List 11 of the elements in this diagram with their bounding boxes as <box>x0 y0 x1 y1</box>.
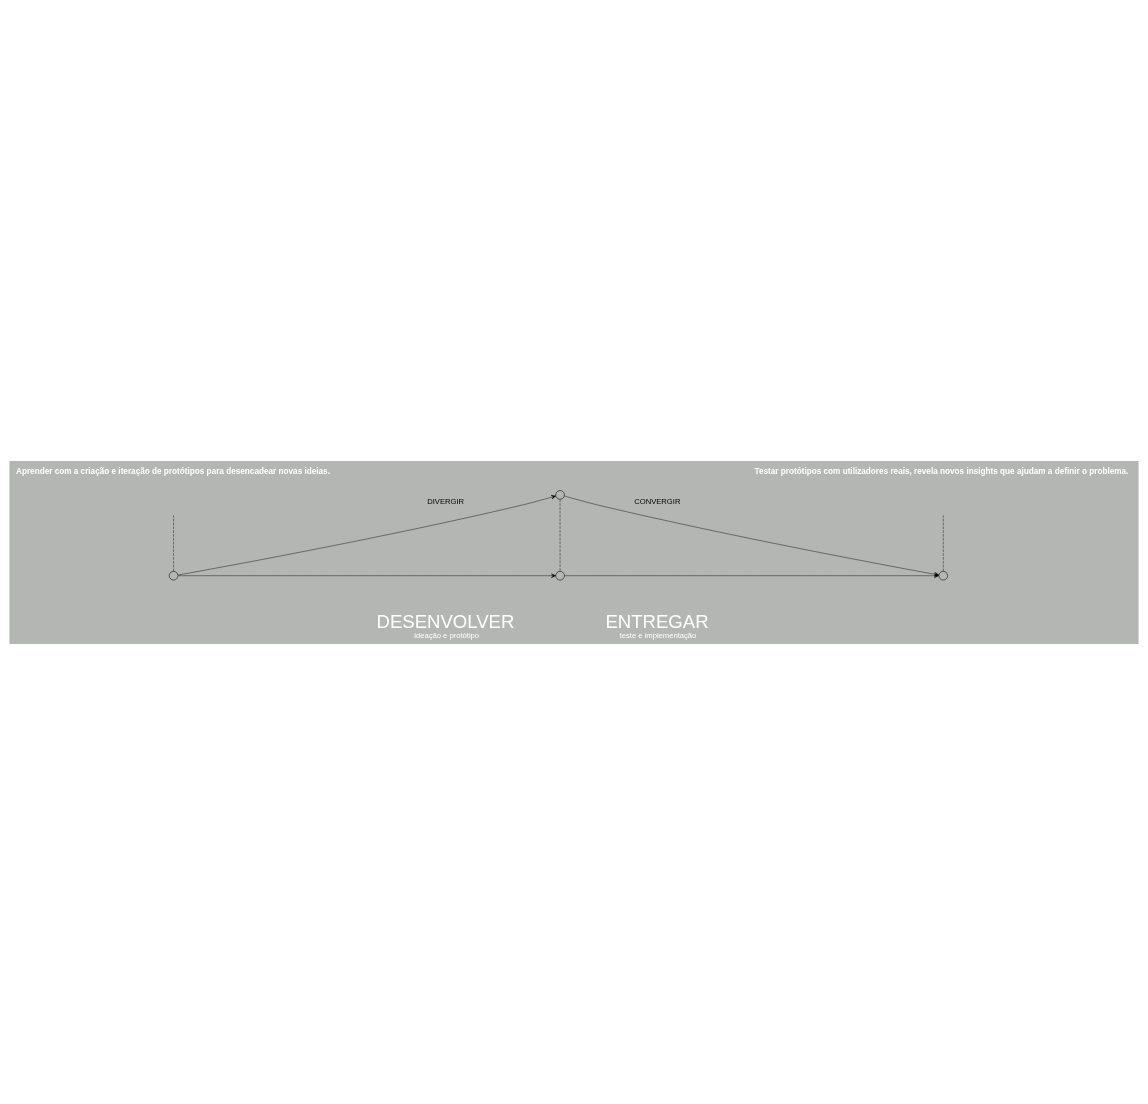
label: DESENVOLVER <box>376 610 515 632</box>
node-circle <box>555 570 565 580</box>
node-circle <box>555 489 565 499</box>
node-circle <box>938 570 948 580</box>
node-circle <box>168 570 179 580</box>
arrow <box>177 494 556 575</box>
connector <box>559 498 561 571</box>
connector <box>173 514 174 571</box>
connector <box>943 514 944 571</box>
arrow <box>178 573 556 578</box>
label: ENTREGAR <box>605 610 709 632</box>
